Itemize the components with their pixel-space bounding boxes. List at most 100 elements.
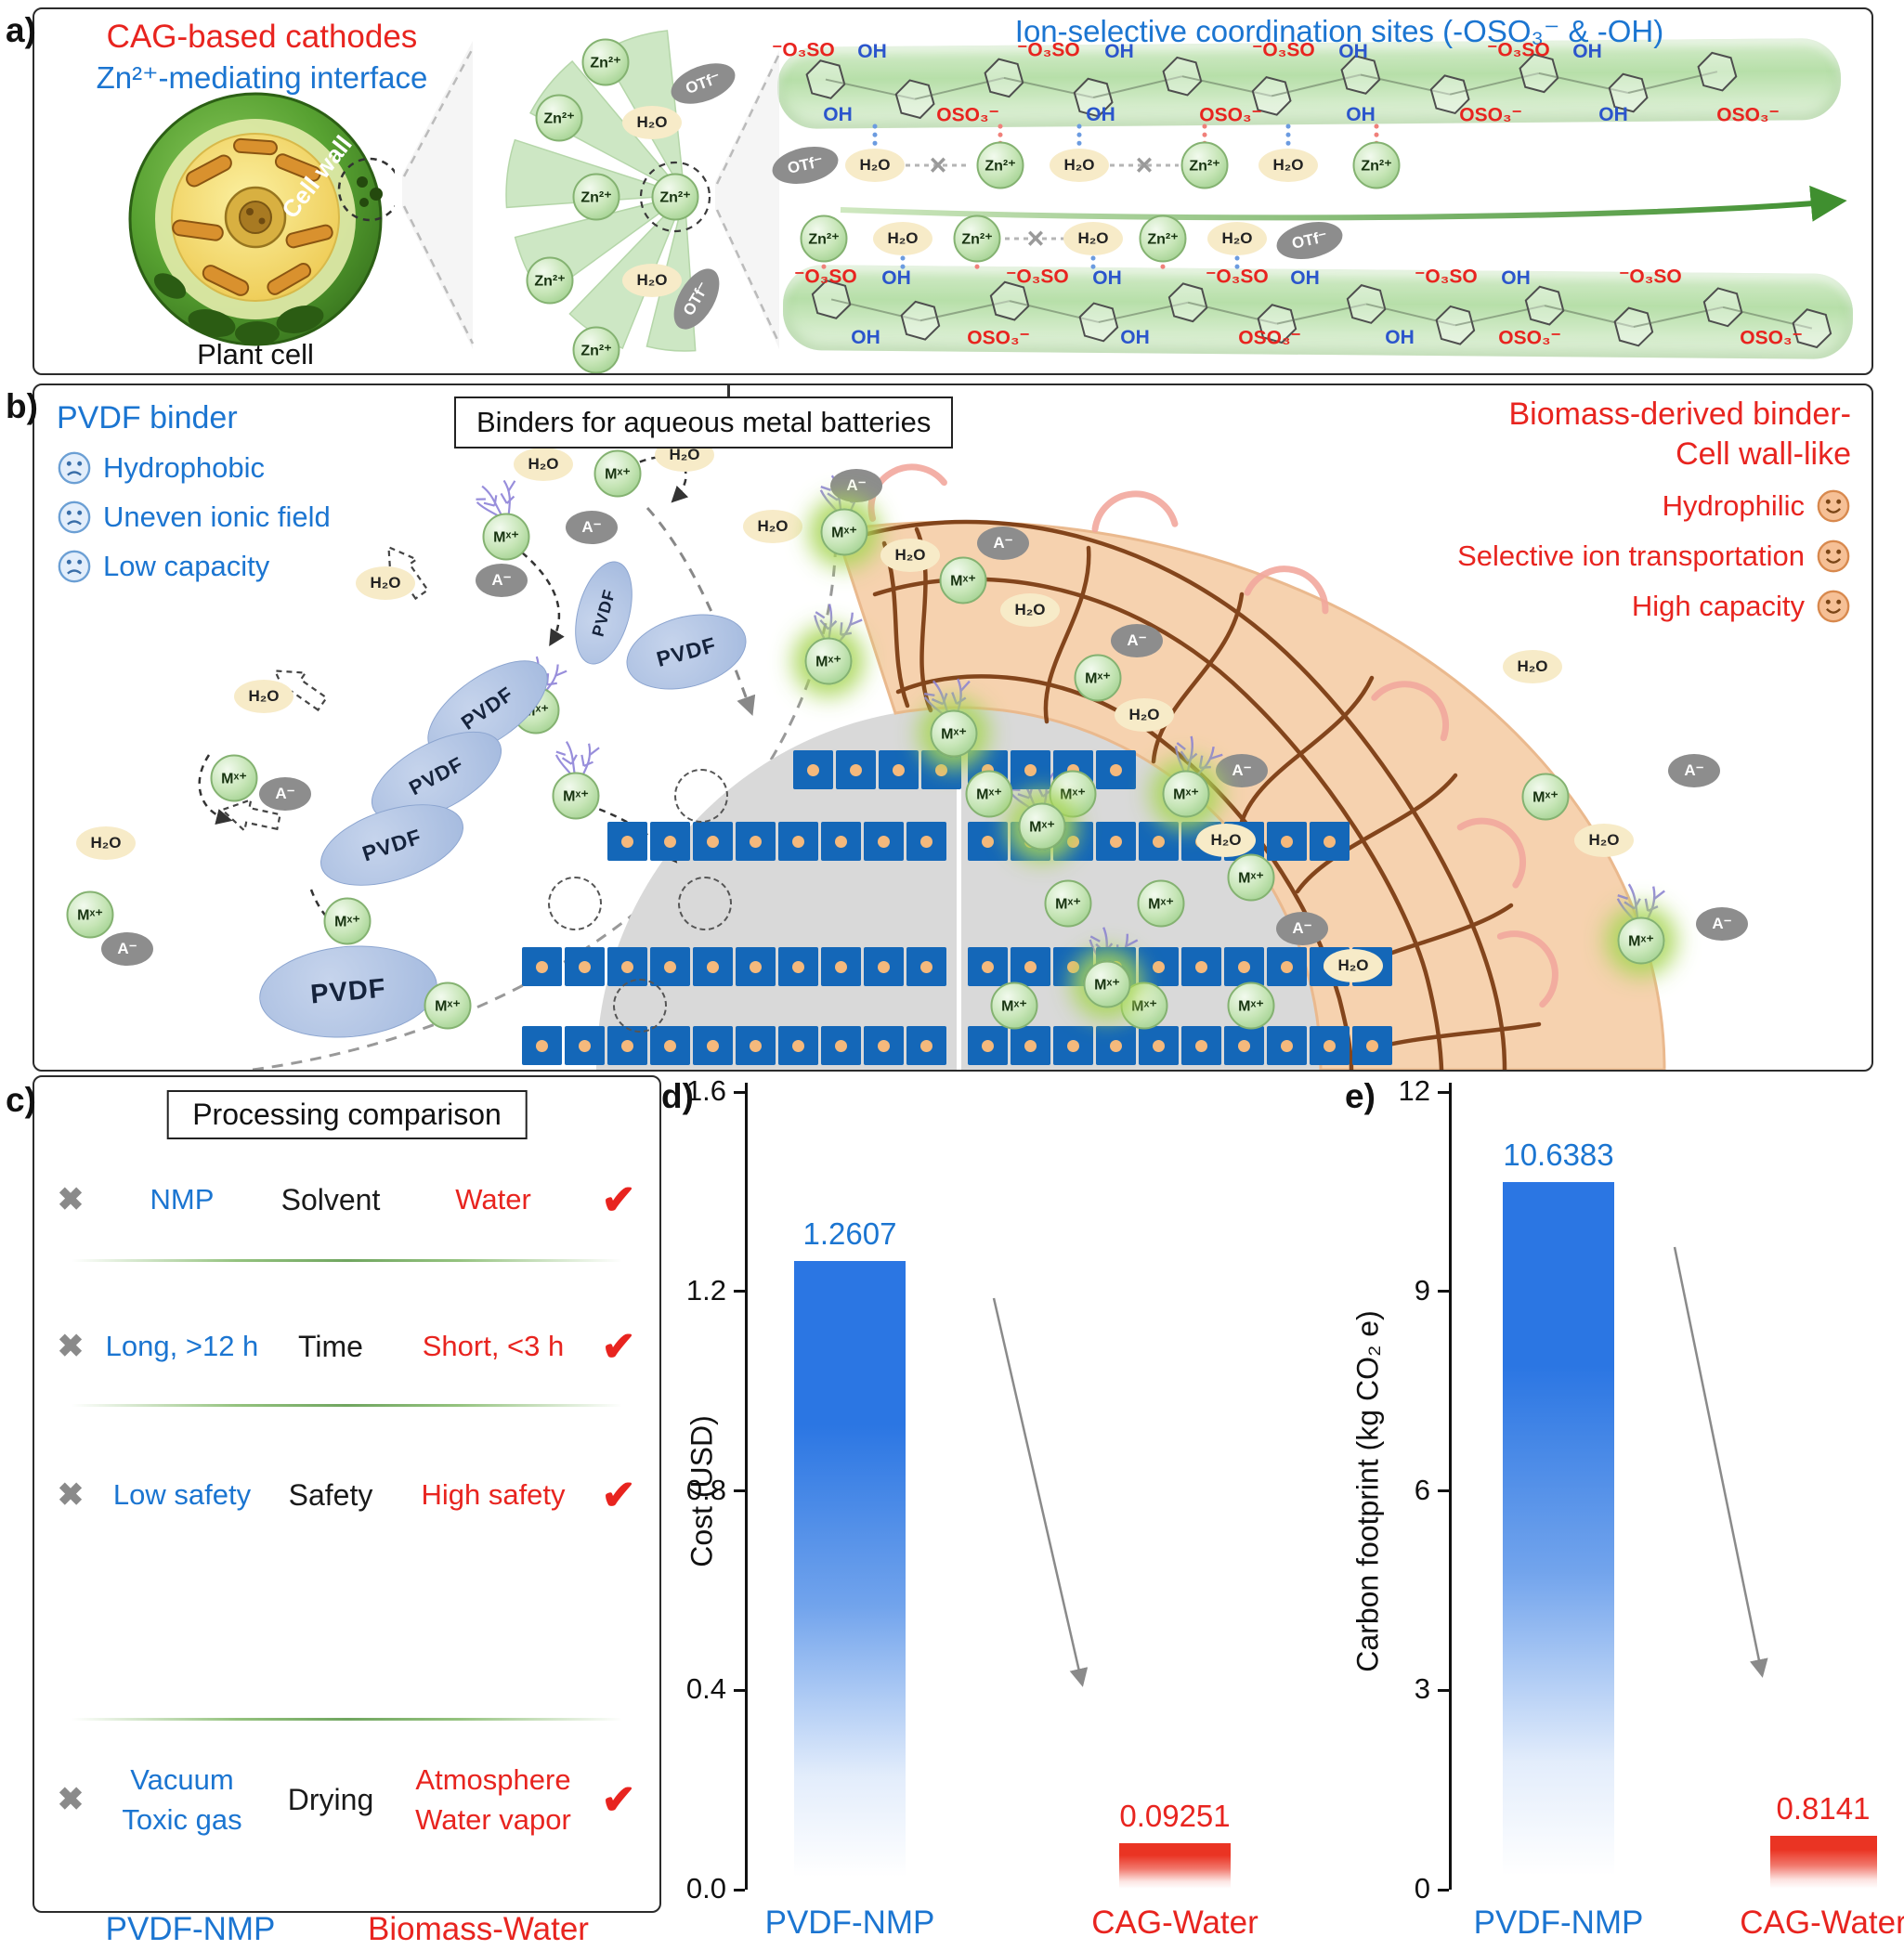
anion-chip: A⁻ [1696, 907, 1748, 941]
y-tick-label: 9 [1414, 1273, 1430, 1306]
anion-chip: A⁻ [259, 777, 311, 811]
electrode-brick [1139, 822, 1179, 861]
lab-oh-chip: OH [857, 41, 887, 62]
mx-chip: Mˣ⁺ [965, 770, 1013, 818]
bad-solvent: NMP [150, 1183, 215, 1216]
lab-oh-chip: OH [1501, 267, 1531, 289]
h2o-chip: H₂O [356, 566, 415, 600]
row-divider [72, 1718, 622, 1721]
aspect-drying: Drying [287, 1782, 374, 1816]
y-tick [1438, 1688, 1449, 1692]
electrode-brick [1139, 1026, 1179, 1065]
anion-chip: A⁻ [566, 511, 618, 544]
h2o-chip: H₂O [514, 448, 573, 481]
h2o-chip: H₂O [1196, 824, 1256, 857]
mx-chip: Mˣ⁺ [593, 449, 642, 498]
lab-oso-chip: OSO₃⁻ [1199, 104, 1262, 126]
zn-chip: Zn²⁺ [800, 214, 848, 263]
electrode-brick [1011, 1026, 1050, 1065]
electrode-brick [522, 1026, 562, 1065]
check-icon: ✔ [601, 1176, 636, 1223]
panel-e-tag: e) [1345, 1077, 1376, 1115]
zn-interface-subtitle: Zn²⁺-mediating interface [96, 60, 428, 95]
electrode-brick [565, 947, 605, 986]
half-divider-line [727, 385, 730, 398]
lab-oh-chip: OH [1346, 104, 1376, 125]
lab-oh-chip: OH [1598, 104, 1628, 125]
bar-value-label: 1.2607 [802, 1216, 897, 1252]
happy-face-icon [1817, 540, 1850, 573]
electrode-brick [1096, 750, 1136, 789]
electrode-brick [1011, 947, 1050, 986]
h2o-chip: H₂O [1574, 824, 1634, 857]
check-icon: ✔ [601, 1776, 636, 1823]
y-tick [734, 1090, 745, 1094]
bad-drying: Vacuum Toxic gas [122, 1763, 242, 1837]
plant-cell-label: Plant cell [197, 338, 314, 370]
h2o-chip: H₂O [743, 510, 802, 543]
y-tick-label: 1.6 [685, 1074, 726, 1107]
category-label: CAG-Water [1091, 1904, 1258, 1941]
mx-chip: Mˣ⁺ [820, 508, 868, 556]
h2o-chip: H₂O [873, 222, 932, 255]
good-time: Short, <3 h [422, 1330, 565, 1363]
lab-pre-chip: ⁻O₃SO [1415, 266, 1478, 288]
polymer-chain-top [776, 38, 1842, 129]
polymer-chain-bottom [782, 264, 1854, 360]
electrode-brick [693, 947, 733, 986]
empty-chip [613, 979, 667, 1033]
electrode-brick [968, 822, 1008, 861]
mx-chip: Mˣ⁺ [804, 637, 853, 685]
electrode-brick [906, 1026, 946, 1065]
lab-pre-chip: ⁻O₃SO [1487, 39, 1550, 61]
lab-oh-chip: OH [823, 104, 853, 125]
cross-icon: ✖ [57, 1182, 85, 1217]
y-tick [734, 1489, 745, 1492]
pvdf-prop-label: Uneven ionic field [103, 500, 331, 533]
lab-oh-chip: OH [1104, 41, 1134, 62]
xmark-chip: × [1135, 148, 1154, 182]
electrode-brick [736, 822, 776, 861]
mx-chip: Mˣ⁺ [210, 754, 258, 802]
electrode-brick [736, 1026, 776, 1065]
y-tick-label: 1.2 [685, 1273, 726, 1306]
aspect-time: Time [298, 1329, 363, 1363]
h2o-chip: H₂O [845, 149, 905, 182]
aspect-safety: Safety [288, 1477, 373, 1512]
row-divider [72, 1259, 622, 1262]
zn-chip: Zn²⁺ [1352, 141, 1401, 189]
mx-chip: Mˣ⁺ [66, 890, 114, 939]
electrode-brick [1267, 947, 1307, 986]
ion-transport-arrow [840, 185, 1847, 222]
organelles [172, 137, 333, 296]
h2o-chip: H₂O [1207, 222, 1267, 255]
bar-series [1769, 1835, 1877, 1890]
pvdf-prop-row: Hydrophobic [57, 450, 331, 486]
biomass-prop-row: Hydrophilic [1457, 488, 1851, 524]
uneven-field-arrow [646, 506, 756, 716]
good-safety: High safety [421, 1478, 566, 1512]
lab-oh-chip: OH [851, 327, 880, 348]
empty-chip [548, 877, 602, 930]
cag-cathodes-title: CAG-based cathodes [106, 19, 418, 55]
zn-chip: Zn²⁺ [526, 256, 574, 305]
anion-chip: A⁻ [1668, 754, 1720, 787]
mx-chip: Mˣ⁺ [323, 897, 372, 945]
electrode-brick [864, 947, 904, 986]
electrode-brick [1352, 1026, 1392, 1065]
mx-chip: Mˣ⁺ [552, 772, 600, 820]
zn-chip: Zn²⁺ [1139, 214, 1187, 263]
h2o-chip: H₂O [234, 680, 293, 713]
electrode-brick [864, 1026, 904, 1065]
comparison-row-time: ✖ Long, >12 h Time Short, <3 h ✔ [38, 1317, 651, 1376]
category-label: CAG-Water [1740, 1904, 1904, 1941]
electrode-brick [693, 822, 733, 861]
otf-chip: OTf⁻ [665, 55, 741, 112]
electrode-brick [1011, 750, 1050, 789]
binders-title: Binders for aqueous metal batteries [454, 396, 954, 448]
electrode-brick [1310, 822, 1350, 861]
anion-chip: A⁻ [1276, 912, 1328, 945]
